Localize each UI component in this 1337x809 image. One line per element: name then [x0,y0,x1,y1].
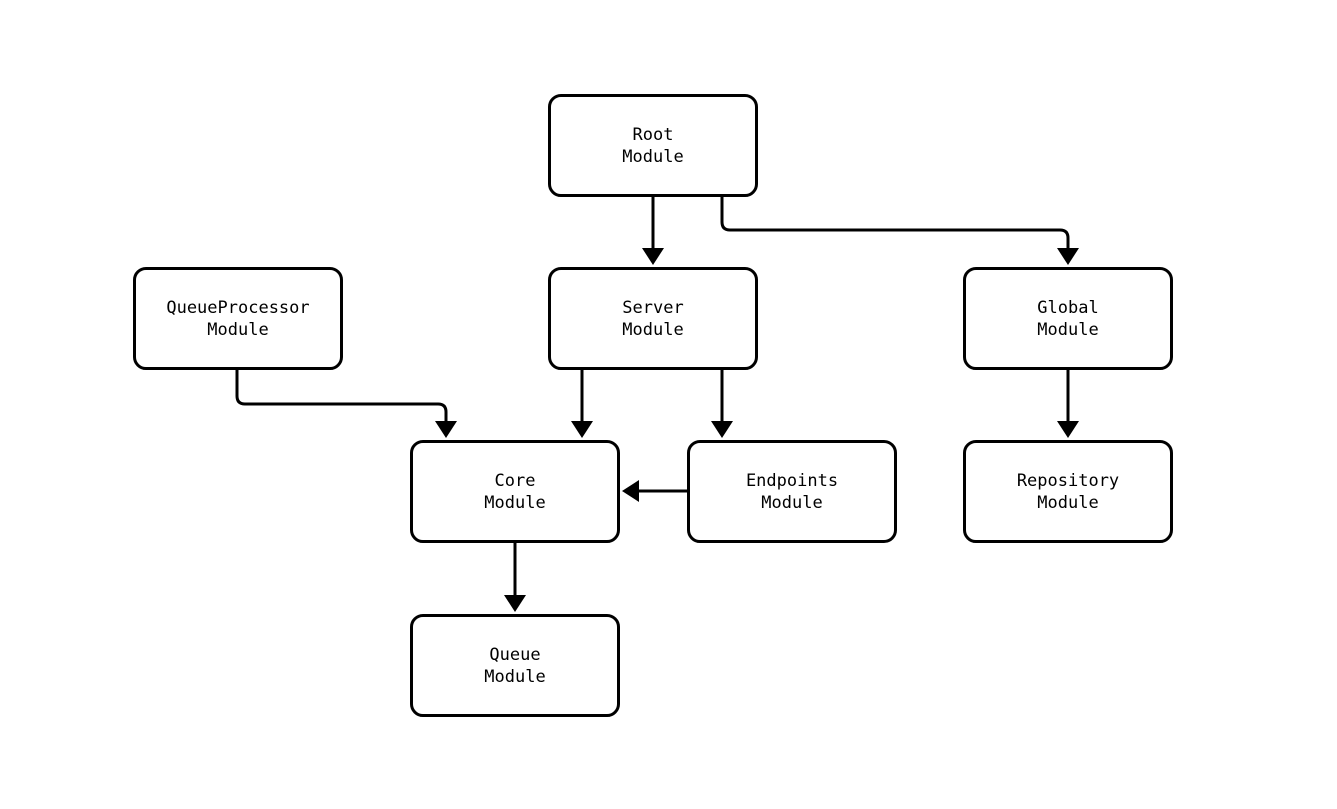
arrowhead-root-to-server [642,248,664,265]
node-core-module-title: Core [494,470,536,491]
arrowhead-global-to-repository [1057,421,1079,438]
node-endpoints-module-subtitle: Module [761,492,823,513]
node-server-module-subtitle: Module [622,319,684,340]
edge-root-to-global [720,197,1070,250]
arrowhead-queueprocessor-to-core [435,421,457,438]
node-core-module-subtitle: Module [484,492,546,513]
arrowhead-server-to-endpoints [711,421,733,438]
node-queue-module-title: Queue [489,644,541,665]
edge-queueprocessor-to-core [235,370,448,423]
node-repository-module[interactable]: Repository Module [963,440,1173,543]
node-root-module-subtitle: Module [622,146,684,167]
node-global-module-title: Global [1037,297,1099,318]
arrowhead-server-to-core [571,421,593,438]
node-root-module-title: Root [632,124,674,145]
node-queue-module[interactable]: Queue Module [410,614,620,717]
node-repository-module-title: Repository [1016,470,1120,491]
node-queueprocessor-module-subtitle: Module [207,319,269,340]
node-queueprocessor-module-title: QueueProcessor [166,297,310,318]
node-server-module[interactable]: Server Module [548,267,758,370]
node-core-module[interactable]: Core Module [410,440,620,543]
arrowhead-root-to-global [1057,248,1079,265]
node-server-module-title: Server [622,297,684,318]
node-global-module[interactable]: Global Module [963,267,1173,370]
arrowhead-endpoints-to-core [622,480,639,502]
node-queue-module-subtitle: Module [484,666,546,687]
node-repository-module-subtitle: Module [1037,492,1099,513]
node-endpoints-module[interactable]: Endpoints Module [687,440,897,543]
node-global-module-subtitle: Module [1037,319,1099,340]
node-root-module[interactable]: Root Module [548,94,758,197]
arrowhead-core-to-queue [504,595,526,612]
node-endpoints-module-title: Endpoints [745,470,839,491]
node-queueprocessor-module[interactable]: QueueProcessor Module [133,267,343,370]
